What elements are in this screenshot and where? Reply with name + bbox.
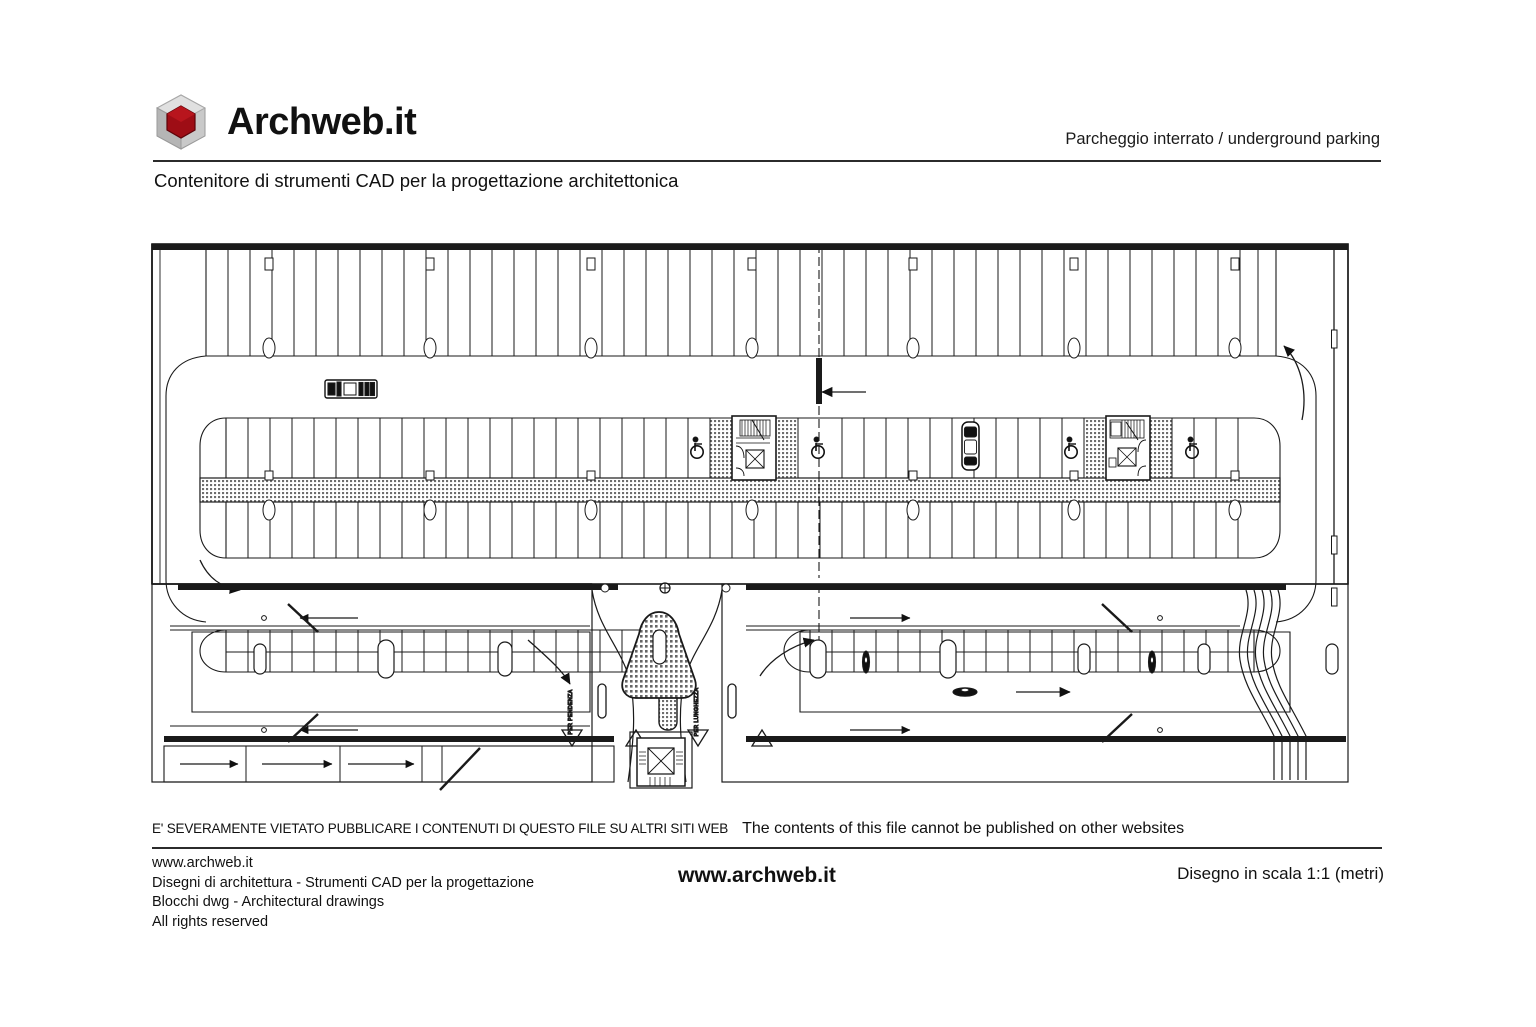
car-plan-icon <box>961 421 980 471</box>
hexagon-cube-logo-icon <box>153 93 209 151</box>
footer-credits: www.archweb.it Disegni di architettura -… <box>152 854 534 932</box>
copyright-notice: E' SEVERAMENTE VIETATO PUBBLICARE I CONT… <box>152 820 1384 838</box>
stair-lift-core-icon <box>709 415 799 481</box>
footer-website-url[interactable]: www.archweb.it <box>678 864 836 887</box>
sheet-header: Archweb.it Parcheggio interrato / underg… <box>0 0 1536 210</box>
section-break-line-icon <box>1238 589 1307 780</box>
footer-credit-line-4: All rights reserved <box>152 913 269 930</box>
lower-level-deck <box>151 583 1349 791</box>
column-marker <box>600 583 731 593</box>
notice-italian: E' SEVERAMENTE VIETATO PUBBLICARE I CONT… <box>152 821 729 836</box>
header-divider <box>153 160 1381 162</box>
stair-lift-core-icon <box>1083 415 1173 481</box>
bay-row-top <box>205 250 1277 359</box>
central-ramp <box>591 582 723 789</box>
brand-block: Archweb.it <box>153 93 417 151</box>
bay-block-lower-left <box>199 629 677 673</box>
column <box>262 257 1242 359</box>
footer-credit-line-3: Blocchi dwg - Architectural drawings <box>152 894 385 910</box>
central-kerb <box>199 477 1281 503</box>
motorbike-plan-icon <box>861 650 1157 674</box>
brand-name: Archweb.it <box>227 101 417 143</box>
bay-block-middle <box>199 415 1281 559</box>
car-plan-icon <box>324 379 378 399</box>
footer-credit-line-2: Disegni di architettura - Strumenti CAD … <box>152 874 535 891</box>
ramp-void-marks <box>809 639 1339 679</box>
sheet-subtitle: Contenitore di strumenti CAD per la prog… <box>154 170 679 191</box>
underground-parking-plan: PER PENDENZA PER LUNGHEZZA <box>150 240 1390 800</box>
footer-credit-line-1: www.archweb.it <box>152 855 253 871</box>
sheet-title-right: Parcheggio interrato / underground parki… <box>1065 130 1380 148</box>
notice-english: The contents of this file cannot be publ… <box>742 820 1185 837</box>
ramp-void-marks <box>253 639 513 679</box>
vehicle-symbol <box>952 687 978 697</box>
drawing-scale-note: Disegno in scala 1:1 (metri) <box>1177 864 1384 883</box>
wheelchair-icon <box>690 436 704 459</box>
cad-plan-svg: PER PENDENZA PER LUNGHEZZA <box>151 243 1349 791</box>
footer-divider <box>152 847 1382 849</box>
wheelchair-icon <box>1185 436 1199 459</box>
circulation-aisle-upper <box>165 355 1317 623</box>
ramp-label-right: PER LUNGHEZZA <box>694 688 700 737</box>
wheelchair-icon <box>811 436 825 459</box>
wheelchair-icon <box>1064 436 1078 459</box>
